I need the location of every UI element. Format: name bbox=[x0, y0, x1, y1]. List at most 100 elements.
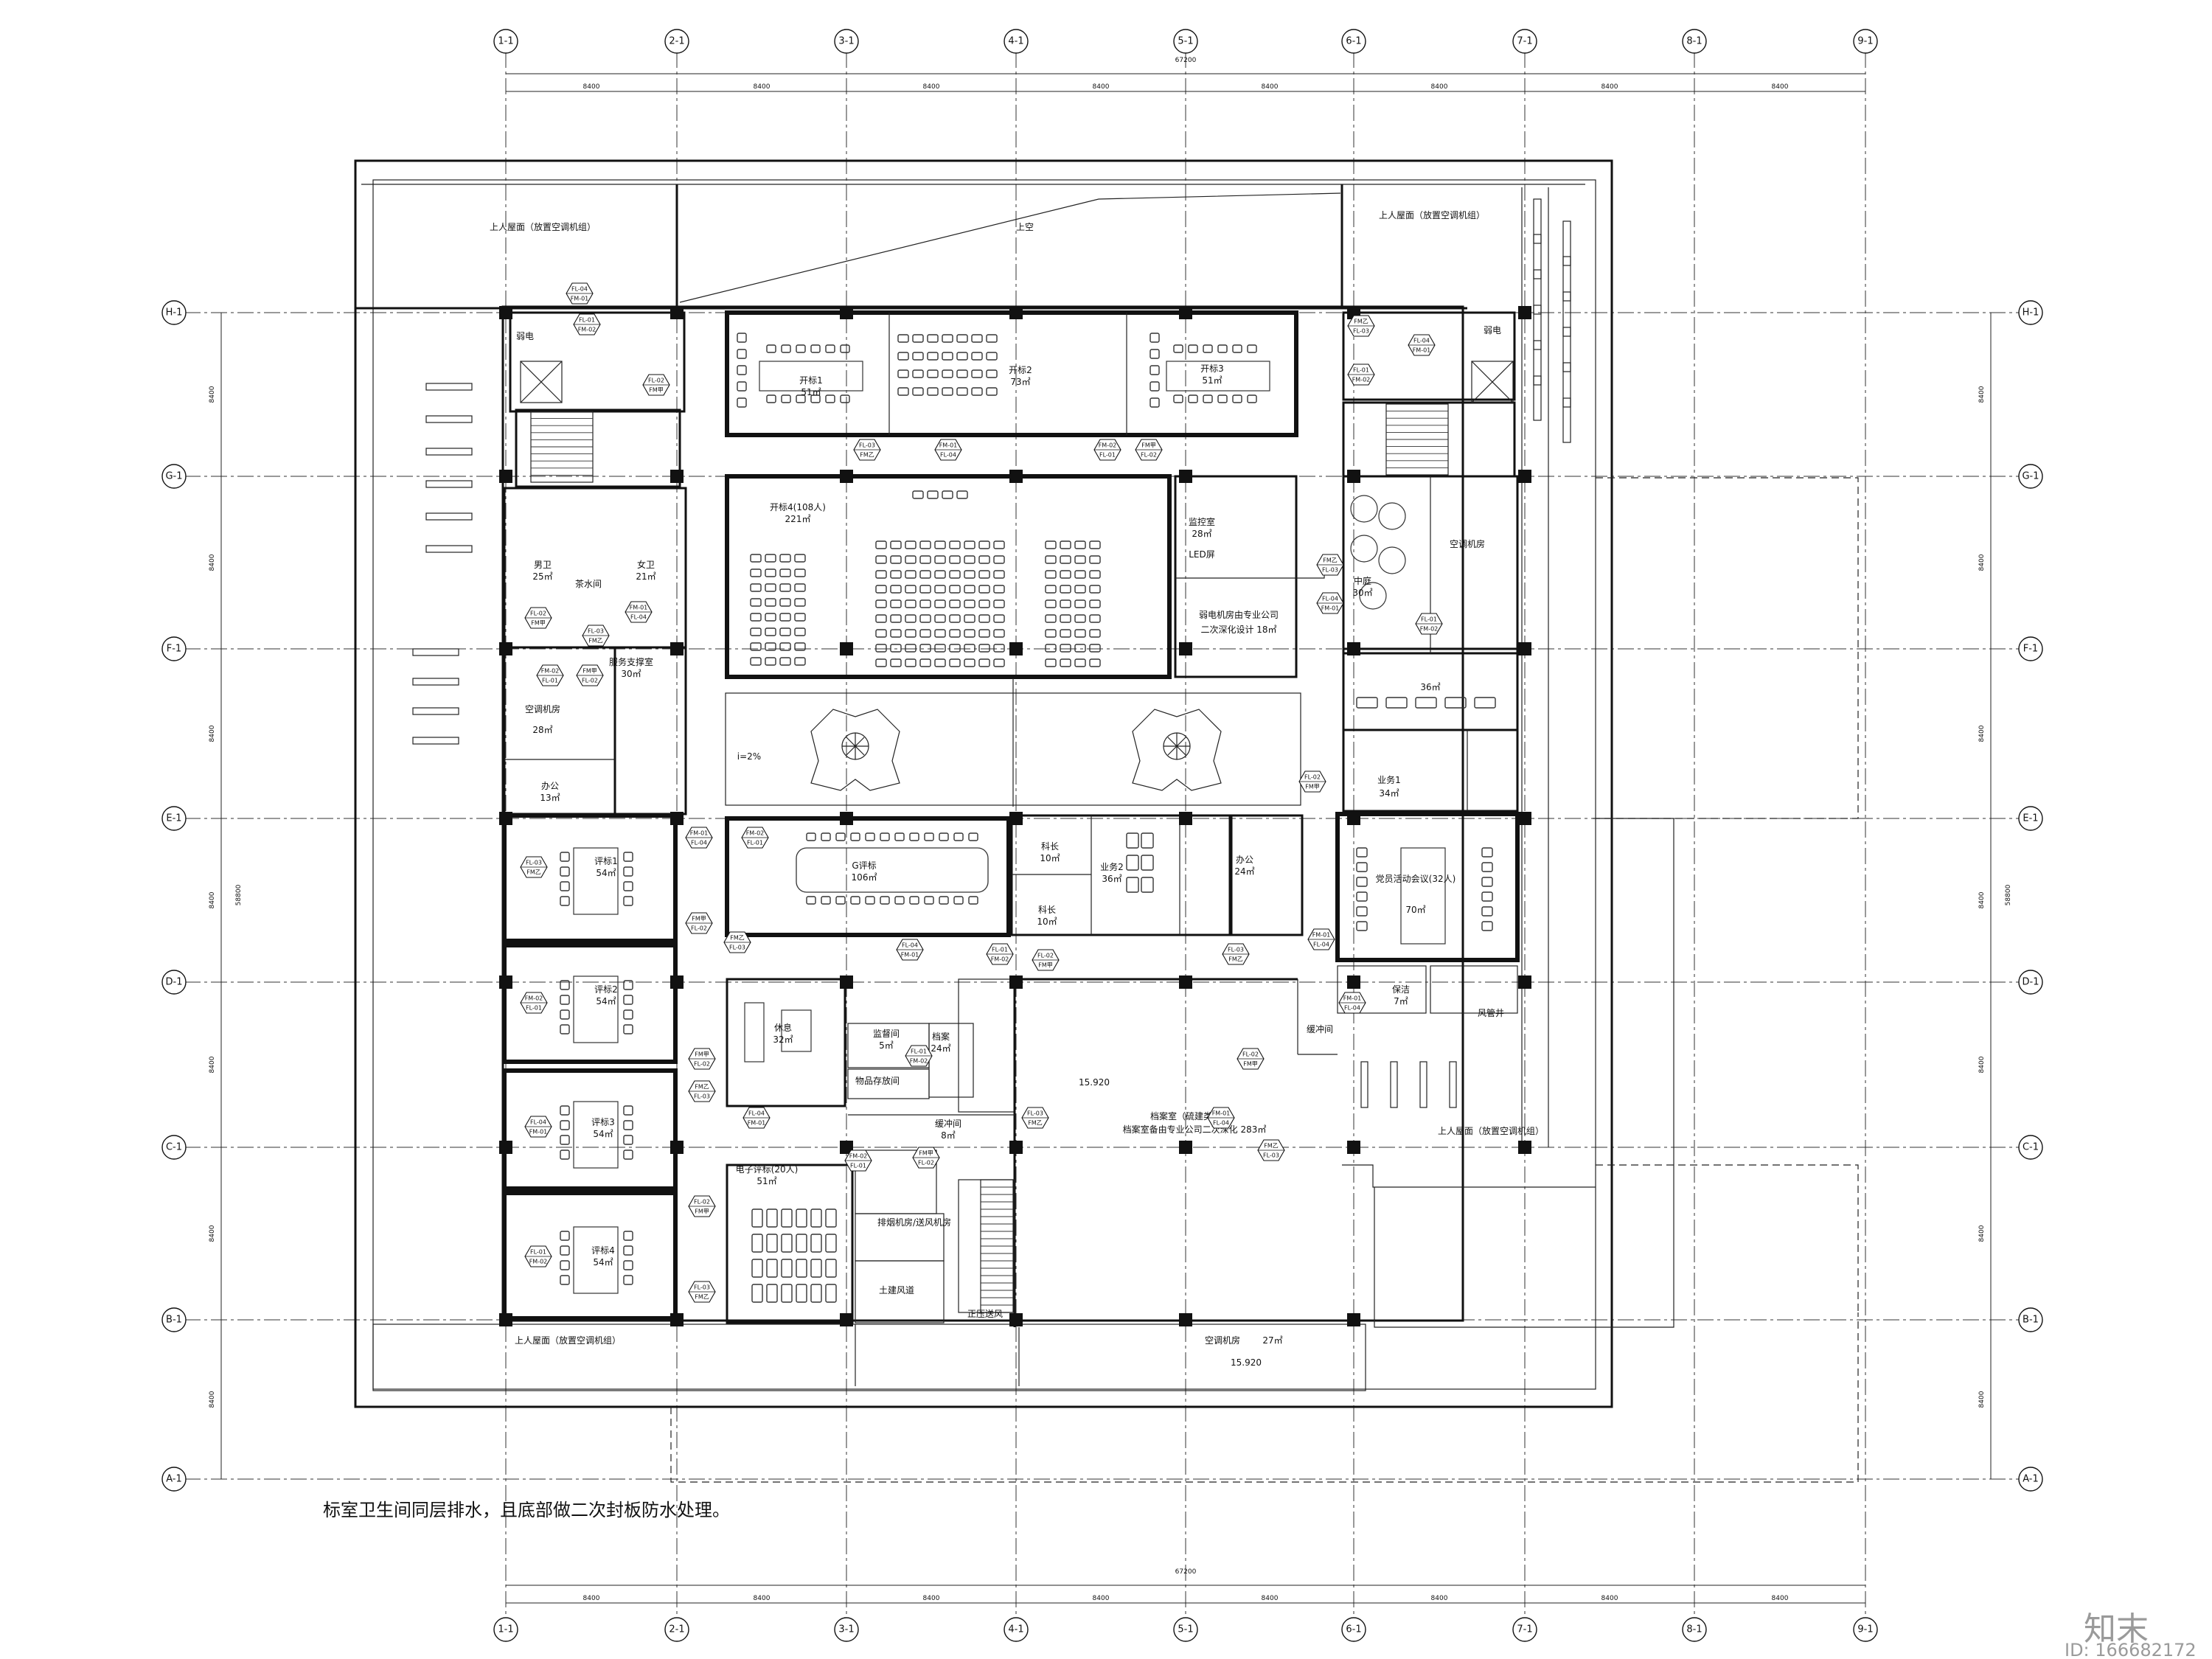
watermark-id: ID: 166682172 bbox=[2065, 1640, 2197, 1659]
seat bbox=[1173, 344, 1183, 353]
seat bbox=[971, 334, 983, 343]
axis-label-x: 2-1 bbox=[669, 1624, 684, 1635]
seat bbox=[1074, 540, 1086, 549]
svg-text:FL-01: FL-01 bbox=[1099, 452, 1116, 459]
seat bbox=[890, 644, 902, 653]
axis-label-y: F-1 bbox=[2023, 644, 2038, 655]
seat bbox=[905, 629, 917, 638]
dim-bay: 8400 bbox=[1262, 83, 1279, 91]
svg-text:FM乙: FM乙 bbox=[1354, 319, 1368, 325]
column bbox=[499, 470, 512, 483]
seat bbox=[806, 832, 816, 841]
room-void: 上空 bbox=[1016, 222, 1034, 232]
axis-label-x: 1-1 bbox=[498, 36, 513, 47]
seat bbox=[560, 1009, 570, 1020]
seat bbox=[949, 570, 961, 579]
svg-text:FL-02: FL-02 bbox=[691, 925, 707, 932]
round-table bbox=[1350, 535, 1378, 563]
seat bbox=[993, 614, 1005, 623]
seat bbox=[912, 352, 924, 361]
column bbox=[1179, 812, 1192, 825]
seat bbox=[949, 629, 961, 638]
svg-text:FL-02: FL-02 bbox=[694, 1199, 710, 1206]
seat bbox=[919, 540, 931, 549]
dim-bay: 8400 bbox=[1431, 1595, 1448, 1602]
dim-bay: 8400 bbox=[1772, 1595, 1789, 1602]
seat bbox=[1481, 877, 1493, 887]
elevation-mark: 15.920 bbox=[1079, 1077, 1110, 1088]
dim-side: 8400 bbox=[1978, 891, 1986, 908]
axis-bubble-x: 1-1 bbox=[493, 29, 518, 54]
seat bbox=[1356, 862, 1368, 872]
dim-bay: 8400 bbox=[1601, 1595, 1618, 1602]
seat bbox=[890, 570, 902, 579]
column bbox=[670, 812, 684, 825]
svg-text:FM-02: FM-02 bbox=[541, 668, 560, 675]
svg-text:FL-02: FL-02 bbox=[530, 611, 546, 617]
seat bbox=[905, 614, 917, 623]
seat bbox=[1045, 629, 1057, 638]
column bbox=[1347, 642, 1360, 655]
svg-text:FL-03: FL-03 bbox=[859, 442, 875, 449]
svg-text:FM-01: FM-01 bbox=[571, 296, 589, 302]
room-bid4-area: 221㎡ bbox=[785, 514, 811, 524]
vent-slat bbox=[412, 648, 459, 656]
seat bbox=[1074, 599, 1086, 608]
seat bbox=[737, 333, 747, 343]
seat bbox=[560, 1135, 570, 1145]
svg-text:FM-02: FM-02 bbox=[578, 327, 597, 333]
svg-text:FL-03: FL-03 bbox=[1027, 1110, 1043, 1117]
seat bbox=[766, 344, 776, 353]
seat bbox=[765, 583, 776, 592]
seat bbox=[1217, 344, 1228, 353]
room-eval: 电子评标(20人) bbox=[736, 1164, 799, 1175]
svg-text:FL-02: FL-02 bbox=[582, 678, 598, 684]
seat bbox=[927, 334, 939, 343]
seat bbox=[1074, 644, 1086, 653]
seat bbox=[1481, 906, 1493, 917]
seat bbox=[781, 1234, 793, 1253]
vent-slat bbox=[412, 707, 459, 715]
seat bbox=[939, 832, 949, 841]
dim-bay: 8400 bbox=[754, 83, 771, 91]
vent-slat bbox=[1533, 305, 1542, 350]
seat bbox=[1060, 540, 1071, 549]
axis-label-y: H-1 bbox=[2023, 307, 2039, 319]
room-women-wc: 女卫 bbox=[637, 559, 655, 570]
watermark-brand: 知末 bbox=[2084, 1610, 2149, 1648]
seat bbox=[781, 1208, 793, 1228]
seat bbox=[821, 832, 831, 841]
axis-label-x: 8-1 bbox=[1686, 1624, 1702, 1635]
svg-text:FL-04: FL-04 bbox=[630, 614, 647, 621]
seat bbox=[737, 349, 747, 359]
seat bbox=[890, 658, 902, 667]
dim-bay: 8400 bbox=[754, 1595, 771, 1602]
seat bbox=[1089, 585, 1101, 594]
seat bbox=[1356, 697, 1378, 709]
vent-slat bbox=[1562, 256, 1571, 302]
seat bbox=[623, 866, 633, 877]
svg-text:FM甲: FM甲 bbox=[695, 1051, 709, 1058]
seat bbox=[560, 881, 570, 891]
svg-text:FM-02: FM-02 bbox=[991, 956, 1009, 963]
seat bbox=[978, 629, 990, 638]
svg-text:FM甲: FM甲 bbox=[919, 1150, 933, 1157]
seat bbox=[949, 614, 961, 623]
room-storage: 物品存放间 bbox=[855, 1075, 900, 1086]
seat bbox=[1141, 877, 1154, 893]
column bbox=[840, 306, 853, 319]
seat bbox=[1415, 697, 1437, 709]
seat bbox=[750, 657, 762, 666]
seat bbox=[993, 599, 1005, 608]
dim-bay: 8400 bbox=[1093, 1595, 1110, 1602]
seat bbox=[1045, 614, 1057, 623]
svg-text:FM-02: FM-02 bbox=[910, 1058, 928, 1065]
column bbox=[840, 1313, 853, 1326]
seat bbox=[623, 1009, 633, 1020]
